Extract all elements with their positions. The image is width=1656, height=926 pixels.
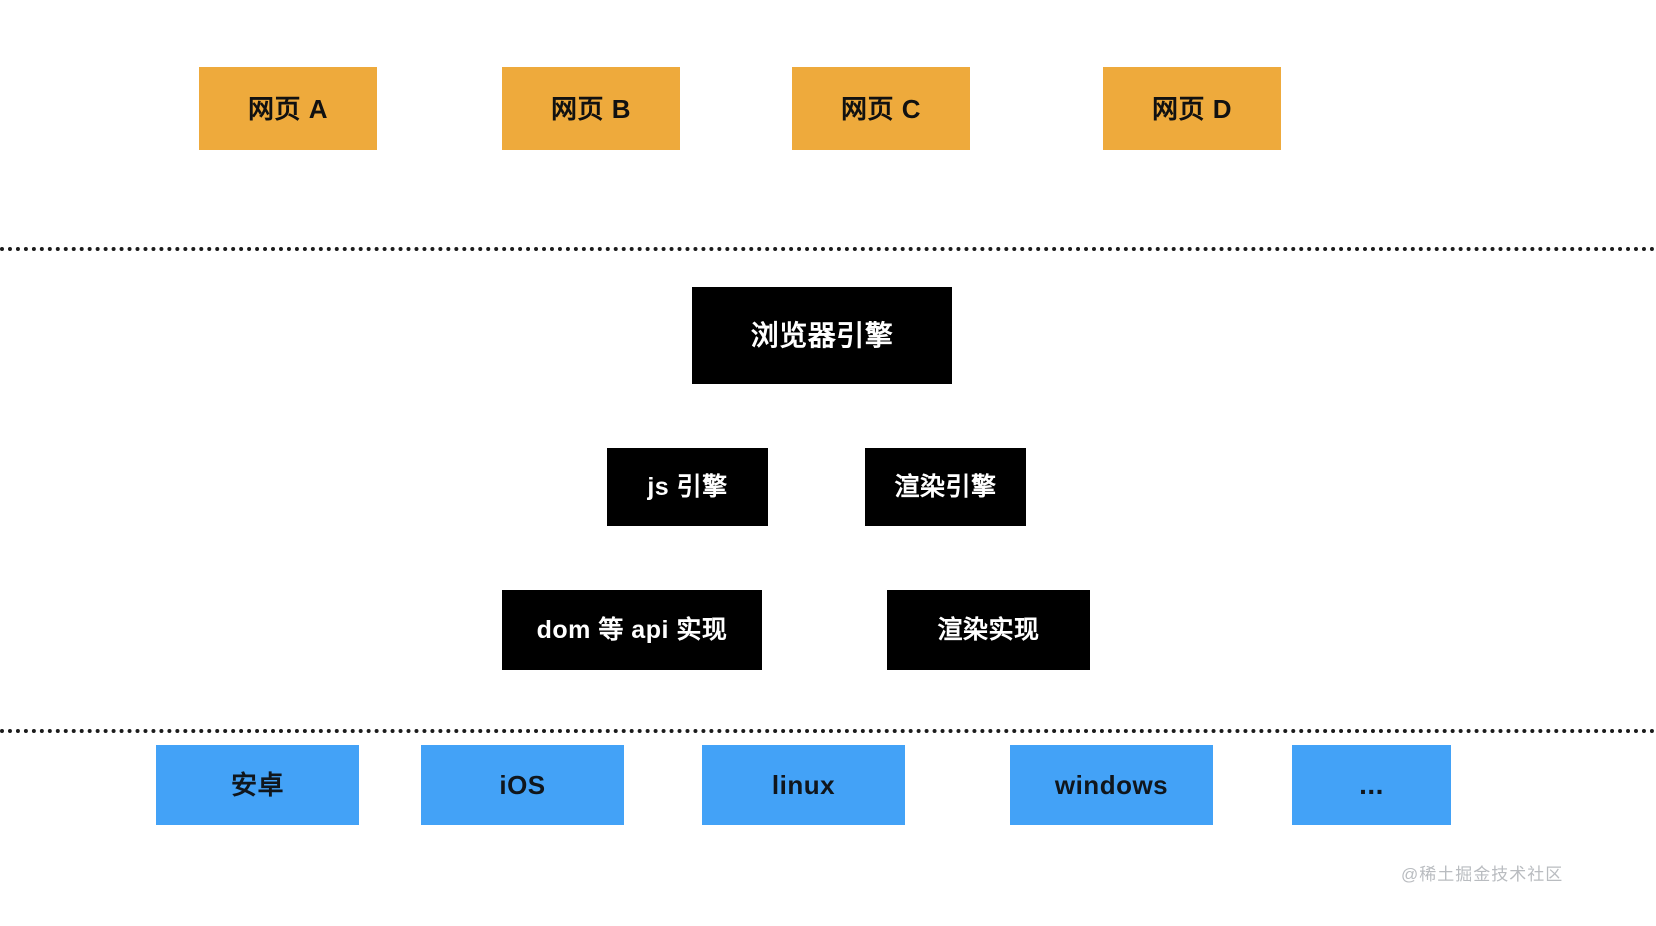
web-page-box-d[interactable]: 网页 D	[1103, 67, 1281, 150]
web-page-box-c[interactable]: 网页 C	[792, 67, 970, 150]
os-box-ios-label: iOS	[499, 770, 546, 800]
render-impl-box[interactable]: 渲染实现	[887, 590, 1090, 670]
web-page-box-c-label: 网页 C	[840, 93, 921, 124]
browser-engine-box[interactable]: 浏览器引擎	[692, 287, 952, 384]
os-box-more[interactable]: ...	[1292, 745, 1451, 825]
os-box-linux[interactable]: linux	[702, 745, 905, 825]
os-box-windows[interactable]: windows	[1010, 745, 1213, 825]
browser-engine-box-label: 浏览器引擎	[750, 319, 894, 351]
os-box-linux-label: linux	[771, 770, 836, 800]
js-engine-box-label: js 引擎	[647, 472, 728, 501]
divider-bottom	[0, 729, 1656, 733]
divider-top	[0, 247, 1656, 251]
watermark: @稀土掘金技术社区	[1401, 865, 1564, 884]
os-box-more-label: ...	[1359, 769, 1384, 800]
web-page-box-b-label: 网页 B	[550, 93, 631, 124]
render-impl-box-label: 渲染实现	[937, 615, 1040, 644]
web-page-box-a-label: 网页 A	[247, 93, 328, 124]
os-box-windows-label: windows	[1054, 770, 1169, 800]
os-box-android-label: 安卓	[230, 770, 284, 800]
web-page-box-a[interactable]: 网页 A	[199, 67, 377, 150]
os-box-android[interactable]: 安卓	[156, 745, 359, 825]
os-box-ios[interactable]: iOS	[421, 745, 624, 825]
web-page-box-d-label: 网页 D	[1151, 93, 1232, 124]
dom-api-impl-box-label: dom 等 api 实现	[536, 615, 728, 644]
js-engine-box[interactable]: js 引擎	[607, 448, 768, 526]
render-engine-box-label: 渲染引擎	[894, 472, 997, 501]
dom-api-impl-box[interactable]: dom 等 api 实现	[502, 590, 762, 670]
render-engine-box[interactable]: 渲染引擎	[865, 448, 1026, 526]
web-page-box-b[interactable]: 网页 B	[502, 67, 680, 150]
